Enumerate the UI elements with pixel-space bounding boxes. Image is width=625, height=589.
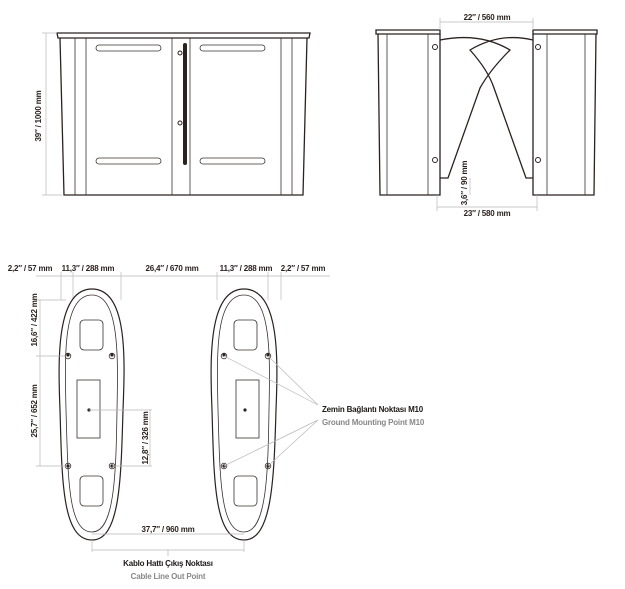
plan-dim-1: 2,2″ / 57 mm: [8, 264, 53, 273]
plan-view: 2,2″ / 57 mm 11,3″ / 288 mm 26,4″ / 670 …: [8, 264, 425, 581]
cable-callout-en: Cable Line Out Point: [131, 572, 206, 581]
mounting-callout-tr: Zemin Bağlantı Noktası M10: [322, 405, 424, 414]
side-elevation: 22″ / 560 mm 23″ / 580 mm 3,6″ / 90 mm: [375, 13, 598, 218]
plan-bottom-label: 37,7″ / 960 mm: [141, 525, 194, 534]
cable-callout-tr: Kablo Hattı Çıkış Noktası: [123, 559, 213, 568]
side-gap-label: 3,6″ / 90 mm: [460, 161, 469, 206]
front-elevation: 39″ / 1000 mm: [34, 32, 311, 196]
plan-dim-3: 26,4″ / 670 mm: [145, 264, 198, 273]
plan-unit-right: [210, 288, 278, 541]
plan-left-mid-label: 25,7″ / 652 mm: [30, 384, 39, 437]
plan-left-top-label: 16,6″ / 422 mm: [30, 293, 39, 346]
plan-dim-4: 11,3″ / 288 mm: [220, 264, 273, 273]
mounting-callout-en: Ground Mounting Point M10: [322, 418, 425, 427]
plan-dim-2: 11,3″ / 288 mm: [62, 264, 115, 273]
side-bottom-width-label: 23″ / 580 mm: [464, 209, 511, 218]
plan-dim-5: 2,2″ / 57 mm: [281, 264, 326, 273]
plan-center-label: 12,8″ / 326 mm: [141, 411, 150, 464]
side-top-width-label: 22″ / 560 mm: [464, 13, 511, 22]
front-height-label: 39″ / 1000 mm: [34, 90, 43, 141]
